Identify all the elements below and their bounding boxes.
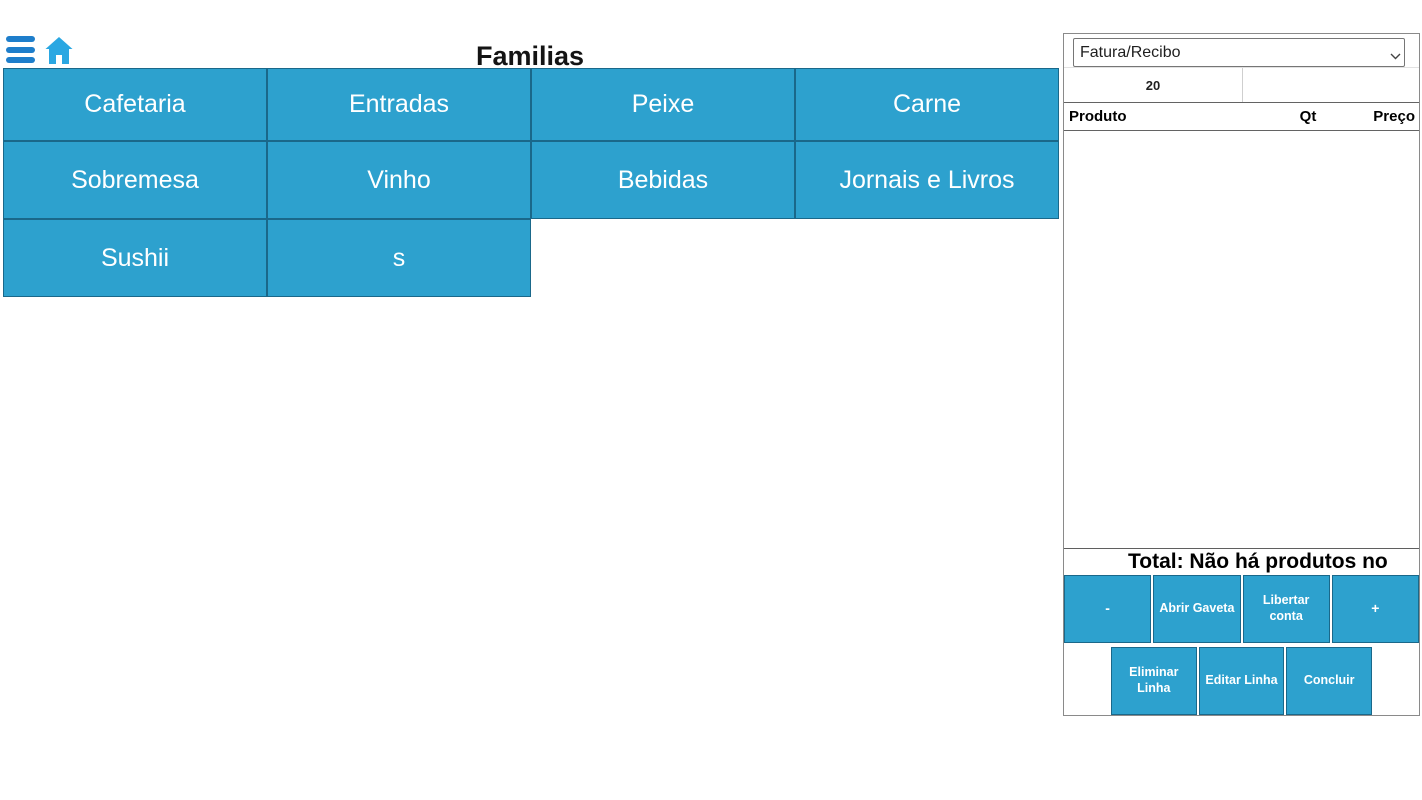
decrease-button[interactable]: -: [1064, 575, 1152, 643]
document-type-row: Fatura/Recibo: [1064, 34, 1419, 67]
document-type-select[interactable]: Fatura/Recibo: [1073, 38, 1405, 67]
concluir-label: Concluir: [1303, 673, 1355, 688]
family-button-bebidas[interactable]: Bebidas: [531, 141, 795, 219]
actions-row-1: - Abrir Gaveta Libertar conta +: [1064, 575, 1419, 643]
editar-linha-label: Editar Linha: [1205, 673, 1278, 688]
increase-button-label: +: [1371, 600, 1380, 617]
concluir-button[interactable]: Concluir: [1286, 647, 1373, 715]
table-number-row: 20: [1064, 67, 1419, 103]
family-button-cafetaria[interactable]: Cafetaria: [3, 68, 267, 141]
decrease-button-label: -: [1105, 600, 1110, 617]
family-button-label: Bebidas: [617, 165, 709, 194]
abrir-gaveta-label: Abrir Gaveta: [1159, 601, 1235, 616]
actions-row-2: Eliminar Linha Editar Linha Concluir: [1064, 647, 1419, 715]
libertar-conta-button[interactable]: Libertar conta: [1242, 575, 1330, 643]
family-button-carne[interactable]: Carne: [795, 68, 1059, 141]
home-icon[interactable]: [45, 36, 73, 66]
family-button-label: Entradas: [348, 90, 450, 118]
editar-linha-button[interactable]: Editar Linha: [1198, 647, 1285, 715]
hamburger-bar: [6, 46, 35, 53]
eliminar-linha-label: Eliminar Linha: [1129, 665, 1179, 695]
total-text: Total: Não há produtos no: [1128, 550, 1388, 573]
abrir-gaveta-button[interactable]: Abrir Gaveta: [1153, 575, 1241, 643]
increase-button[interactable]: +: [1331, 575, 1419, 643]
family-button-label: Carne: [892, 90, 962, 118]
family-button-peixe[interactable]: Peixe: [531, 68, 795, 141]
top-toolbar: [6, 36, 73, 66]
table-number-field[interactable]: 20: [1064, 68, 1243, 102]
family-button-sobremesa[interactable]: Sobremesa: [3, 141, 267, 219]
libertar-conta-label: Libertar conta: [1262, 593, 1310, 623]
family-button-label: Peixe: [631, 90, 695, 118]
table-number-empty-cell[interactable]: [1243, 68, 1419, 102]
family-button-vinho[interactable]: Vinho: [267, 141, 531, 219]
column-header-qt: Qt: [1299, 108, 1317, 125]
family-button-label: Jornais e Livros: [839, 165, 1015, 194]
products-table-header: Produto Qt Preço: [1064, 103, 1419, 131]
family-button-jornais-e-livros[interactable]: Jornais e Livros: [795, 141, 1059, 219]
family-button-s[interactable]: s: [267, 219, 531, 297]
order-panel: Fatura/Recibo 20 Produto Qt Preço Total:…: [1063, 33, 1420, 716]
family-button-label: Sobremesa: [71, 165, 199, 194]
families-grid: Cafetaria Entradas Peixe Carne Sobremesa…: [3, 68, 1060, 297]
hamburger-bar: [6, 36, 35, 42]
products-list: [1064, 131, 1419, 549]
family-button-entradas[interactable]: Entradas: [267, 68, 531, 141]
page-title: Familias: [475, 41, 585, 71]
column-header-produto: Produto: [1069, 108, 1127, 125]
family-button-sushii[interactable]: Sushii: [3, 219, 267, 297]
eliminar-linha-button[interactable]: Eliminar Linha: [1111, 647, 1197, 715]
family-button-label: Vinho: [367, 165, 431, 194]
family-button-label: s: [392, 243, 406, 272]
family-button-label: Sushii: [100, 243, 170, 272]
family-button-label: Cafetaria: [84, 90, 186, 118]
column-header-preco: Preço: [1373, 108, 1415, 125]
hamburger-bar: [6, 57, 35, 63]
hamburger-menu-icon[interactable]: [6, 36, 36, 63]
